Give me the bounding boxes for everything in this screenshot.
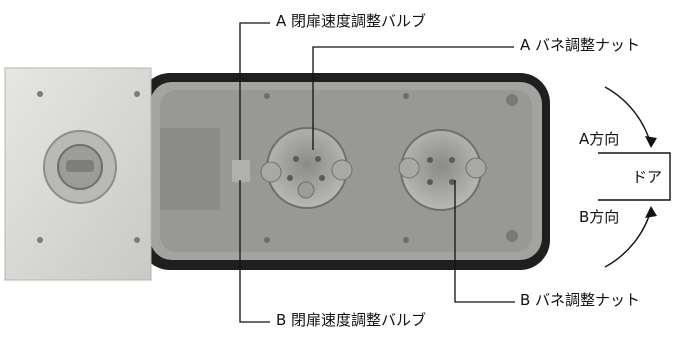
- spring-boss-b: [398, 129, 487, 211]
- mounting-plate: [4, 67, 152, 281]
- label-door: ドア: [632, 168, 663, 186]
- leader-b-valve: [239, 180, 270, 323]
- leader-a-nut: [312, 46, 514, 150]
- arrow-a-head: [645, 136, 657, 148]
- door-direction-diagram: [598, 86, 671, 268]
- label-b-direction: B方向: [579, 208, 620, 226]
- label-b-valve: B 閉扉速度調整バルブ: [276, 311, 427, 329]
- arrow-b-head: [645, 206, 657, 218]
- door-symbol: [598, 152, 671, 201]
- leader-a-valve: [239, 22, 270, 160]
- label-a-direction: A方向: [579, 130, 620, 148]
- label-b-nut: B バネ調整ナット: [520, 291, 641, 309]
- leader-b-nut: [454, 180, 515, 303]
- label-a-nut: A バネ調整ナット: [520, 36, 641, 54]
- spring-boss-a: [260, 127, 353, 209]
- label-a-valve: A 閉扉速度調整バルブ: [276, 12, 427, 30]
- leader-lines: [239, 22, 515, 323]
